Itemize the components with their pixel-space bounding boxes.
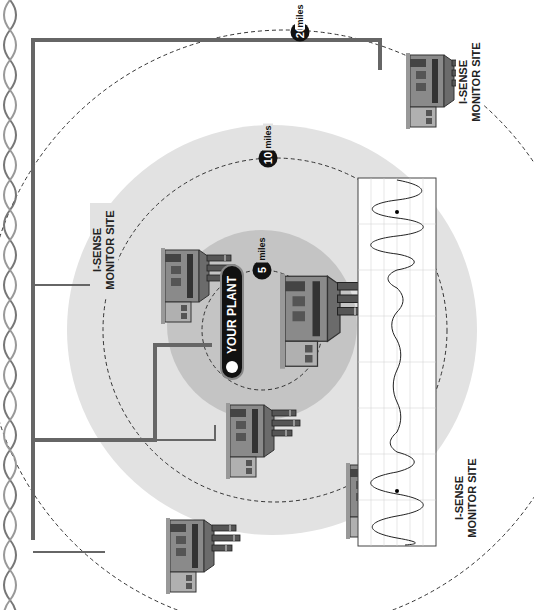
range-unit: miles xyxy=(257,235,267,262)
range-number: 10 xyxy=(259,149,278,168)
plant-badge: YOUR PLANT xyxy=(220,264,244,380)
range-unit: miles xyxy=(263,123,273,150)
plant-name: YOUR PLANT xyxy=(225,276,239,354)
range-unit: miles xyxy=(295,2,305,29)
range-number: 5 xyxy=(253,261,272,280)
site-label: I-SENSE MONITOR SITE xyxy=(456,35,484,129)
plant-icon xyxy=(226,361,238,373)
site-label: I-SENSE MONITOR SITE xyxy=(452,451,480,545)
site-label: I-SENSE MONITOR SITE xyxy=(90,203,118,297)
